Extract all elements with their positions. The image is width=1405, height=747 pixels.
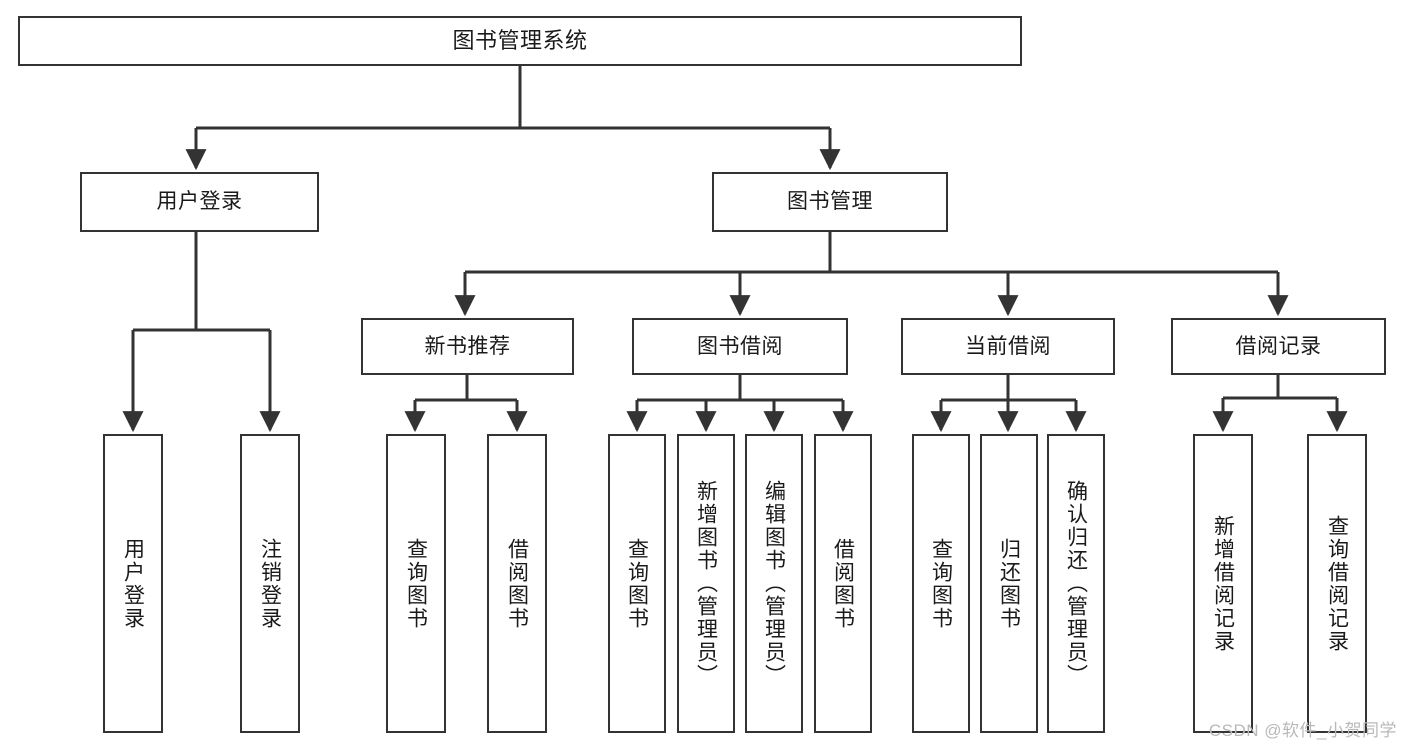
node-book-manage[interactable]: 图书管理: [712, 172, 948, 232]
leaf-query-book-2[interactable]: 查询图书: [608, 434, 666, 733]
leaf-add-record-label: 新增借阅记录: [1211, 514, 1235, 653]
leaf-user-login[interactable]: 用户登录: [103, 434, 163, 733]
leaf-return-book[interactable]: 归还图书: [980, 434, 1038, 733]
leaf-user-login-label: 用户登录: [121, 537, 145, 630]
leaf-logout-label: 注销登录: [258, 537, 282, 630]
node-new-book-recommend-label: 新书推荐: [424, 334, 511, 358]
leaf-add-book-label: 新增图书（管理员）: [694, 480, 718, 687]
node-new-book-recommend[interactable]: 新书推荐: [361, 318, 574, 375]
node-borrow-record-label: 借阅记录: [1235, 334, 1322, 358]
leaf-return-book-label: 归还图书: [997, 537, 1021, 630]
leaf-confirm-return[interactable]: 确认归还（管理员）: [1047, 434, 1105, 733]
node-root-label: 图书管理系统: [452, 27, 588, 53]
leaf-borrow-book-1[interactable]: 借阅图书: [487, 434, 547, 733]
leaf-query-record-label: 查询借阅记录: [1325, 514, 1349, 653]
leaf-borrow-book-2[interactable]: 借阅图书: [814, 434, 872, 733]
node-user-login[interactable]: 用户登录: [80, 172, 319, 232]
node-book-borrow-label: 图书借阅: [697, 334, 783, 358]
leaf-add-book[interactable]: 新增图书（管理员）: [677, 434, 735, 733]
node-current-borrow[interactable]: 当前借阅: [901, 318, 1115, 375]
node-borrow-record[interactable]: 借阅记录: [1171, 318, 1386, 375]
leaf-query-book-1-label: 查询图书: [404, 537, 428, 630]
leaf-query-book-3-label: 查询图书: [929, 537, 953, 630]
leaf-edit-book[interactable]: 编辑图书（管理员）: [745, 434, 803, 733]
node-book-borrow[interactable]: 图书借阅: [632, 318, 848, 375]
leaf-confirm-return-label: 确认归还（管理员）: [1064, 480, 1088, 687]
node-user-login-label: 用户登录: [156, 190, 243, 214]
leaf-query-book-1[interactable]: 查询图书: [386, 434, 446, 733]
leaf-add-record[interactable]: 新增借阅记录: [1193, 434, 1253, 733]
node-book-manage-label: 图书管理: [787, 190, 873, 214]
leaf-edit-book-label: 编辑图书（管理员）: [762, 480, 786, 687]
leaf-borrow-book-2-label: 借阅图书: [831, 537, 855, 630]
leaf-logout[interactable]: 注销登录: [240, 434, 300, 733]
node-root[interactable]: 图书管理系统: [18, 16, 1022, 66]
leaf-query-book-3[interactable]: 查询图书: [912, 434, 970, 733]
leaf-borrow-book-1-label: 借阅图书: [505, 537, 529, 630]
leaf-query-book-2-label: 查询图书: [625, 537, 649, 630]
leaf-query-record[interactable]: 查询借阅记录: [1307, 434, 1367, 733]
node-current-borrow-label: 当前借阅: [965, 334, 1051, 358]
csdn-watermark: CSDN @软件_小贺同学: [1208, 721, 1397, 740]
